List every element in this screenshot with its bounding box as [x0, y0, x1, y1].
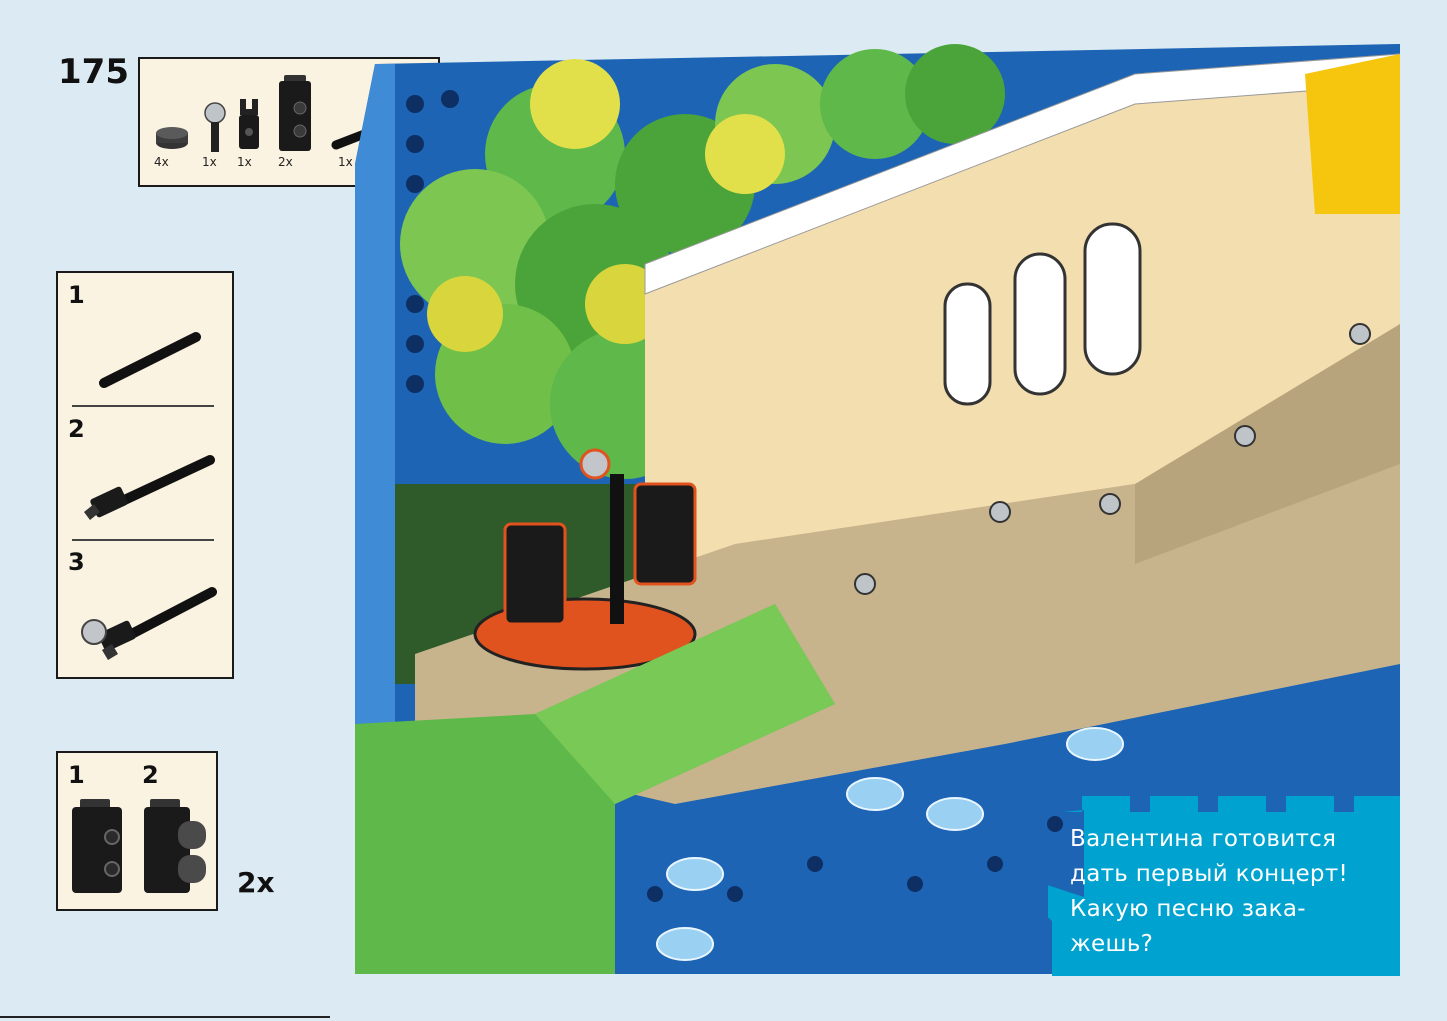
subassembly-panel-brick: 1 2: [56, 751, 218, 911]
brick-with-studs-icon: [140, 797, 212, 897]
footer-rule: [0, 1016, 330, 1018]
brick-icon: [276, 73, 314, 153]
speech-line: жешь?: [1070, 927, 1390, 962]
substep-label-1: 1: [68, 281, 85, 309]
speech-line: Валентина готовится: [1070, 822, 1390, 857]
quantity-multiplier: 2x: [237, 866, 275, 899]
microphone-assembly-icon: [72, 578, 222, 673]
substep-label-3: 3: [68, 548, 85, 576]
substep-label-2: 2: [68, 415, 85, 443]
part-qty-4: 2x: [278, 155, 293, 169]
brick-icon: [68, 797, 130, 897]
part-qty-3: 1x: [237, 155, 252, 169]
microphone-icon: [202, 101, 228, 155]
speech-line: Какую песню зака-: [1070, 892, 1390, 927]
part-qty-5: 1x: [338, 155, 353, 169]
bar-icon: [96, 325, 206, 395]
subassembly-panel-microphone: 1 2 3: [56, 271, 234, 679]
part-qty-2: 1x: [202, 155, 217, 169]
round-tile-icon: [154, 121, 190, 151]
clip-bar-icon: [78, 448, 218, 533]
substep-divider: [72, 539, 214, 541]
substep-label-2: 2: [142, 761, 159, 789]
speech-bubble-text: Валентина готовится дать первый концерт!…: [1070, 822, 1390, 962]
clip-icon: [236, 97, 262, 155]
substep-label-1: 1: [68, 761, 85, 789]
part-qty-1: 4x: [154, 155, 169, 169]
step-number: 175: [58, 52, 129, 92]
speech-line: дать первый концерт!: [1070, 857, 1390, 892]
substep-divider: [72, 405, 214, 407]
